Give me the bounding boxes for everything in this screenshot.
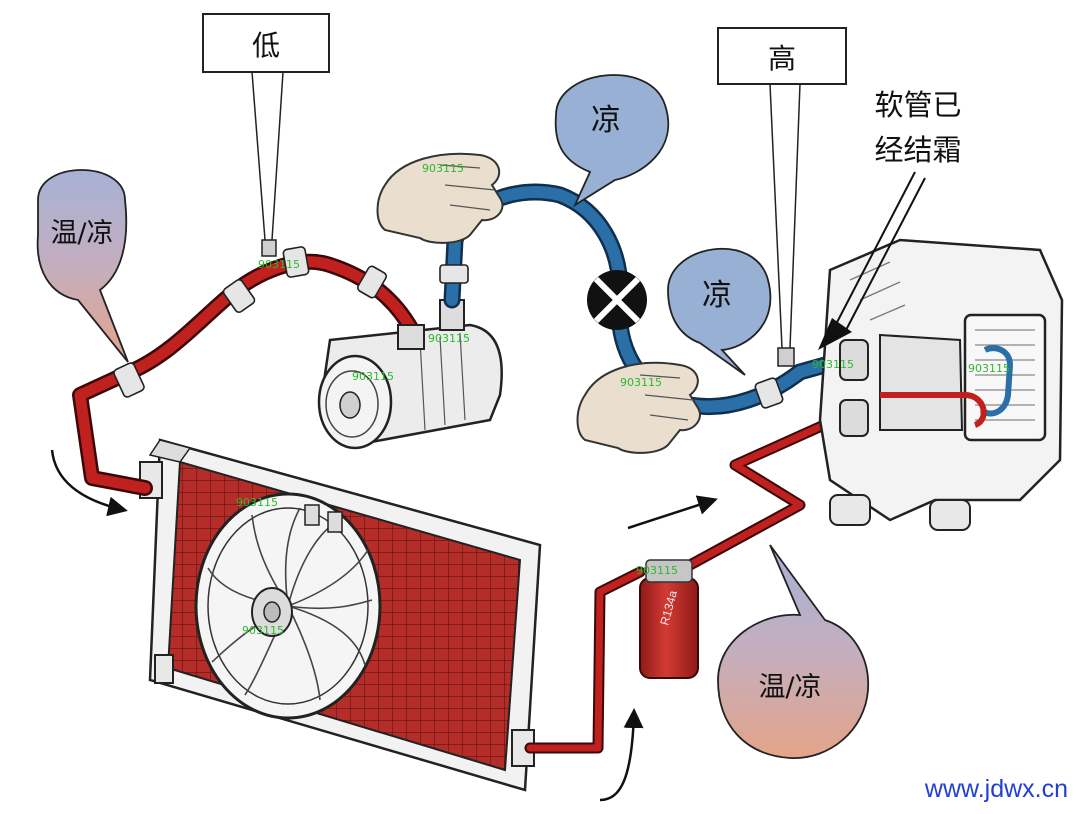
expansion-valve-symbol [587, 270, 647, 330]
compressor [317, 299, 503, 450]
flow-arrows [50, 449, 718, 802]
flow-arrow-to-evaporator [627, 495, 718, 530]
bubble-warm-cool-right: 温/凉 [717, 544, 869, 759]
low-pressure-label: 低 [252, 29, 280, 62]
watermark-8: 903115 [236, 496, 278, 509]
frost-annotation: 软管已 经结霜 [818, 88, 962, 350]
watermark-2: 903115 [258, 258, 300, 271]
hand-bottom [576, 361, 701, 454]
low-side-port [251, 71, 284, 257]
watermark-7: 903115 [968, 362, 1010, 375]
condenser-fan [194, 492, 382, 720]
high-pressure-label: 高 [768, 42, 796, 75]
bubble-cool-middle: 凉 [667, 247, 772, 376]
temp-label-left: 温/凉 [50, 218, 113, 249]
watermark-1: 903115 [422, 162, 464, 175]
watermark-10: 903115 [636, 564, 678, 577]
high-side-port [769, 83, 801, 367]
watermark-9: 903115 [242, 624, 284, 637]
watermark-3: 903115 [428, 332, 470, 345]
cool-label-top: 凉 [591, 103, 621, 138]
bubble-cool-top: 凉 [554, 74, 670, 208]
site-url: www.jdwx.cn [924, 775, 1068, 803]
receiver-drier: R134a [639, 559, 699, 679]
high-pressure-label-box: 高 [717, 27, 847, 85]
frost-label-line1: 软管已 [874, 88, 961, 122]
hand-top [376, 152, 504, 244]
evaporator-housing [818, 238, 1064, 531]
low-pressure-label-box: 低 [202, 13, 330, 73]
temp-label-right: 温/凉 [758, 672, 821, 703]
watermarks: 903115 903115 903115 903115 903115 90311… [236, 162, 1010, 637]
cool-label-middle: 凉 [702, 278, 732, 313]
flow-arrow-to-drier [599, 708, 644, 802]
flow-arrow-condenser-inlet [50, 449, 128, 517]
frost-label-line2: 经结霜 [874, 133, 961, 167]
bubble-warm-cool-left: 温/凉 [36, 169, 129, 363]
watermark-5: 903115 [620, 376, 662, 389]
watermark-6: 903115 [812, 358, 854, 371]
watermark-4: 903115 [352, 370, 394, 383]
